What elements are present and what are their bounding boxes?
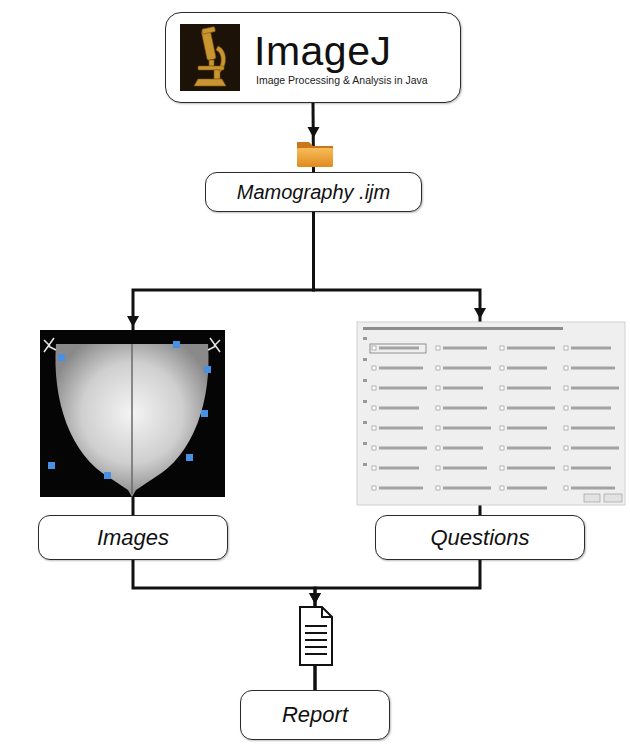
mammogram-image [40, 330, 225, 497]
flow-arrow [309, 560, 480, 690]
title-column: ImageJImage Processing & Analysis in Jav… [254, 29, 428, 87]
report-box: Report [240, 690, 390, 740]
images-box: Images [38, 515, 228, 560]
software-box: ImageJImage Processing & Analysis in Jav… [165, 12, 461, 103]
arrow-head [308, 127, 320, 138]
microscope-logo [180, 24, 240, 91]
flow-arrow [133, 560, 321, 690]
app-subtitle: Image Processing & Analysis in Java [256, 73, 428, 87]
macro-file-box: Mamography .ijm [205, 172, 422, 212]
output-label: Report [282, 702, 348, 728]
step-label: Questions [430, 525, 529, 551]
file-name: Mamography .ijm [237, 181, 390, 204]
questions-box: Questions [375, 515, 585, 560]
arrow-head [309, 593, 321, 604]
app-title: ImageJ [254, 29, 428, 73]
questions-screenshot [357, 322, 625, 505]
document-icon [300, 607, 332, 665]
connector-line [315, 560, 480, 690]
arrow-head [309, 593, 321, 604]
step-label: Images [97, 525, 169, 551]
folder-icon [297, 142, 333, 167]
arrow-head [474, 308, 486, 319]
connector-line [133, 560, 315, 690]
arrow-head [127, 316, 139, 327]
